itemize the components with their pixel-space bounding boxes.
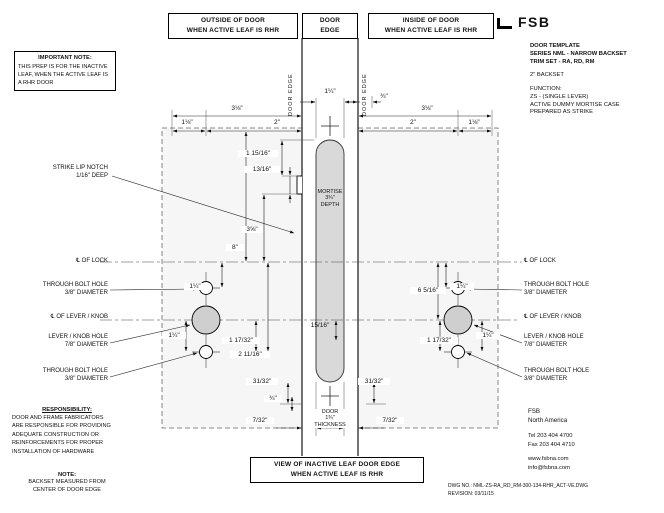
important-note-body: THIS PREP IS FOR THE INACTIVE LEAF, WHEN… [18, 64, 109, 87]
title-block-function-heading: FUNCTION: [530, 86, 562, 92]
fsb-logo: FSB [497, 15, 551, 29]
footer-fax: Fax 203 404 4710 [528, 442, 575, 448]
dim-inside-outer: 1⅛" [462, 119, 486, 127]
dim-bottom-gap-left: 31/32" [246, 378, 278, 386]
callout-through-bolt-bottom-right: THROUGH BOLT HOLE 3/8" DIAMETER [524, 368, 590, 382]
callout-cl-of-lever-right: ℄ OF LEVER / KNOB [524, 314, 582, 320]
responsibility-body: DOOR AND FRAME FABRICATORS ARE RESPONSIB… [12, 415, 111, 455]
responsibility-heading: RESPONSIBILITY: [42, 407, 92, 413]
footer-dwg-no: DWG NO.: NML-ZS-RA_RD_RM-300-134-RHR_ACT… [448, 483, 589, 489]
footer-web: www.fsbna.com [528, 456, 569, 462]
fsb-logo-mark [497, 18, 512, 29]
footer-tel: Tel 203 404 4700 [528, 433, 573, 439]
through-bolt-hole-bottom-left [199, 345, 213, 359]
dim-lock-to-lever-right: 6 5/16" [410, 287, 446, 295]
lever-knob-hole-left [191, 305, 221, 335]
dim-outside-backset: 2" [266, 119, 288, 127]
dim-mortise-lower: 15/16" [310, 322, 330, 329]
door-edge-label: DOOR EDGE [302, 13, 358, 39]
backset-note-body: BACKSET MEASURED FROM CENTER OF DOOR EDG… [28, 479, 106, 494]
callout-cl-of-lever-left: ℄ OF LEVER / KNOB [50, 314, 108, 320]
dim-bottom-small: ¾" [264, 395, 282, 403]
callout-lever-knob-hole-left: LEVER / KNOB HOLE 7/8" DIAMETER [48, 334, 108, 348]
strike-lip-notch [296, 175, 302, 195]
outside-of-door-label: OUTSIDE OF DOOR WHEN ACTIVE LEAF IS RHR [168, 13, 298, 39]
door-thickness-label: DOOR 1¾" THICKNESS [312, 409, 348, 428]
dim-face-gap-left: 7/32" [246, 417, 274, 425]
responsibility-note: RESPONSIBILITY: DOOR AND FRAME FABRICATO… [12, 407, 122, 456]
dim-bottom-gap-right: 31/32" [358, 378, 390, 386]
callout-cl-of-lock-right: ℄ OF LOCK [524, 258, 556, 264]
footer-email: info@fsbna.com [528, 465, 570, 471]
dim-lever-to-bolt-left: 1¼" [162, 332, 186, 340]
door-edge-vertical-label-left: DOOR EDGE [288, 73, 294, 116]
callout-lever-knob-hole-right: LEVER / KNOB HOLE 7/8" DIAMETER [524, 334, 584, 348]
callout-cl-of-lock-left: ℄ OF LOCK [76, 258, 108, 264]
dim-edge-gap-top: ¾" [374, 93, 394, 101]
dim-notch-height: 13/16" [244, 166, 280, 174]
lever-knob-hole-right [443, 305, 473, 335]
centerline-crosses [321, 116, 339, 406]
leader-lines [109, 175, 523, 378]
title-block-trim-set: TRIM SET - RA, RD, RM [530, 59, 595, 65]
dim-face-gap-right: 7/32" [376, 417, 404, 425]
callout-strike-lip-notch: STRIKE LIP NOTCH 1/16" DEEP [52, 165, 108, 179]
dim-outside-outer: 1⅛" [175, 119, 199, 127]
dim-lever-offset-right: 1 17/32" [420, 337, 458, 345]
inside-of-door-label: INSIDE OF DOOR WHEN ACTIVE LEAF IS RHR [368, 13, 494, 39]
footer-company: FSB North America [528, 408, 568, 424]
mortise-depth-label: MORTISE 3¾" DEPTH [317, 189, 343, 208]
important-note: IMPORTANT NOTE: THIS PREP IS FOR THE INA… [14, 51, 116, 92]
title-block-series: SERIES NML - NARROW BACKSET [530, 51, 627, 57]
dim-notch-offset: 1 15/16" [238, 150, 278, 158]
callout-through-bolt-top-right: THROUGH BOLT HOLE 3/8" DIAMETER [524, 282, 590, 296]
callout-through-bolt-bottom-left: THROUGH BOLT HOLE 3/8" DIAMETER [42, 368, 108, 382]
mortise-pocket [315, 139, 345, 383]
view-label: VIEW OF INACTIVE LEAF DOOR EDGE WHEN ACT… [250, 457, 424, 483]
footer-revision: REVISION: 03/11/15 [448, 491, 494, 497]
dim-lock-lower-left: 2 11/16" [230, 351, 270, 359]
dim-lever-to-bolt-right: 1¼" [476, 332, 500, 340]
through-bolt-hole-bottom-right [451, 345, 465, 359]
dim-mortise-width: 1¼" [316, 88, 344, 96]
door-edge-face-lines [301, 38, 359, 456]
dim-inside-total: 3⅛" [414, 105, 440, 113]
fsb-logo-text: FSB [518, 14, 551, 30]
dim-inside-backset: 2" [402, 119, 424, 127]
title-block-title: DOOR TEMPLATE [530, 43, 580, 49]
dim-outside-total: 3⅛" [224, 105, 250, 113]
dim-lock-to-bolt-right: 1¼" [450, 283, 474, 291]
door-edge-vertical-label-right: DOOR EDGE [362, 73, 368, 116]
backset-note: NOTE: BACKSET MEASURED FROM CENTER OF DO… [12, 472, 122, 495]
important-note-heading: IMPORTANT NOTE: [38, 55, 92, 61]
dim-lever-offset-left: 1 17/32" [222, 337, 260, 345]
door-panel-outside [161, 127, 303, 429]
dim-lock-upper: 3⅝" [241, 226, 263, 234]
dim-lock-to-bolt-left: 1¼" [184, 283, 206, 291]
dim-lock-height: 8" [226, 244, 244, 252]
callout-through-bolt-top-left: THROUGH BOLT HOLE 3/8" DIAMETER [42, 282, 108, 296]
title-block-backset: 2" BACKSET [530, 72, 564, 78]
backset-note-heading: NOTE: [57, 472, 77, 478]
title-block-function-details: ZS - (SINGLE LEVER) ACTIVE DUMMY MORTISE… [530, 94, 620, 116]
